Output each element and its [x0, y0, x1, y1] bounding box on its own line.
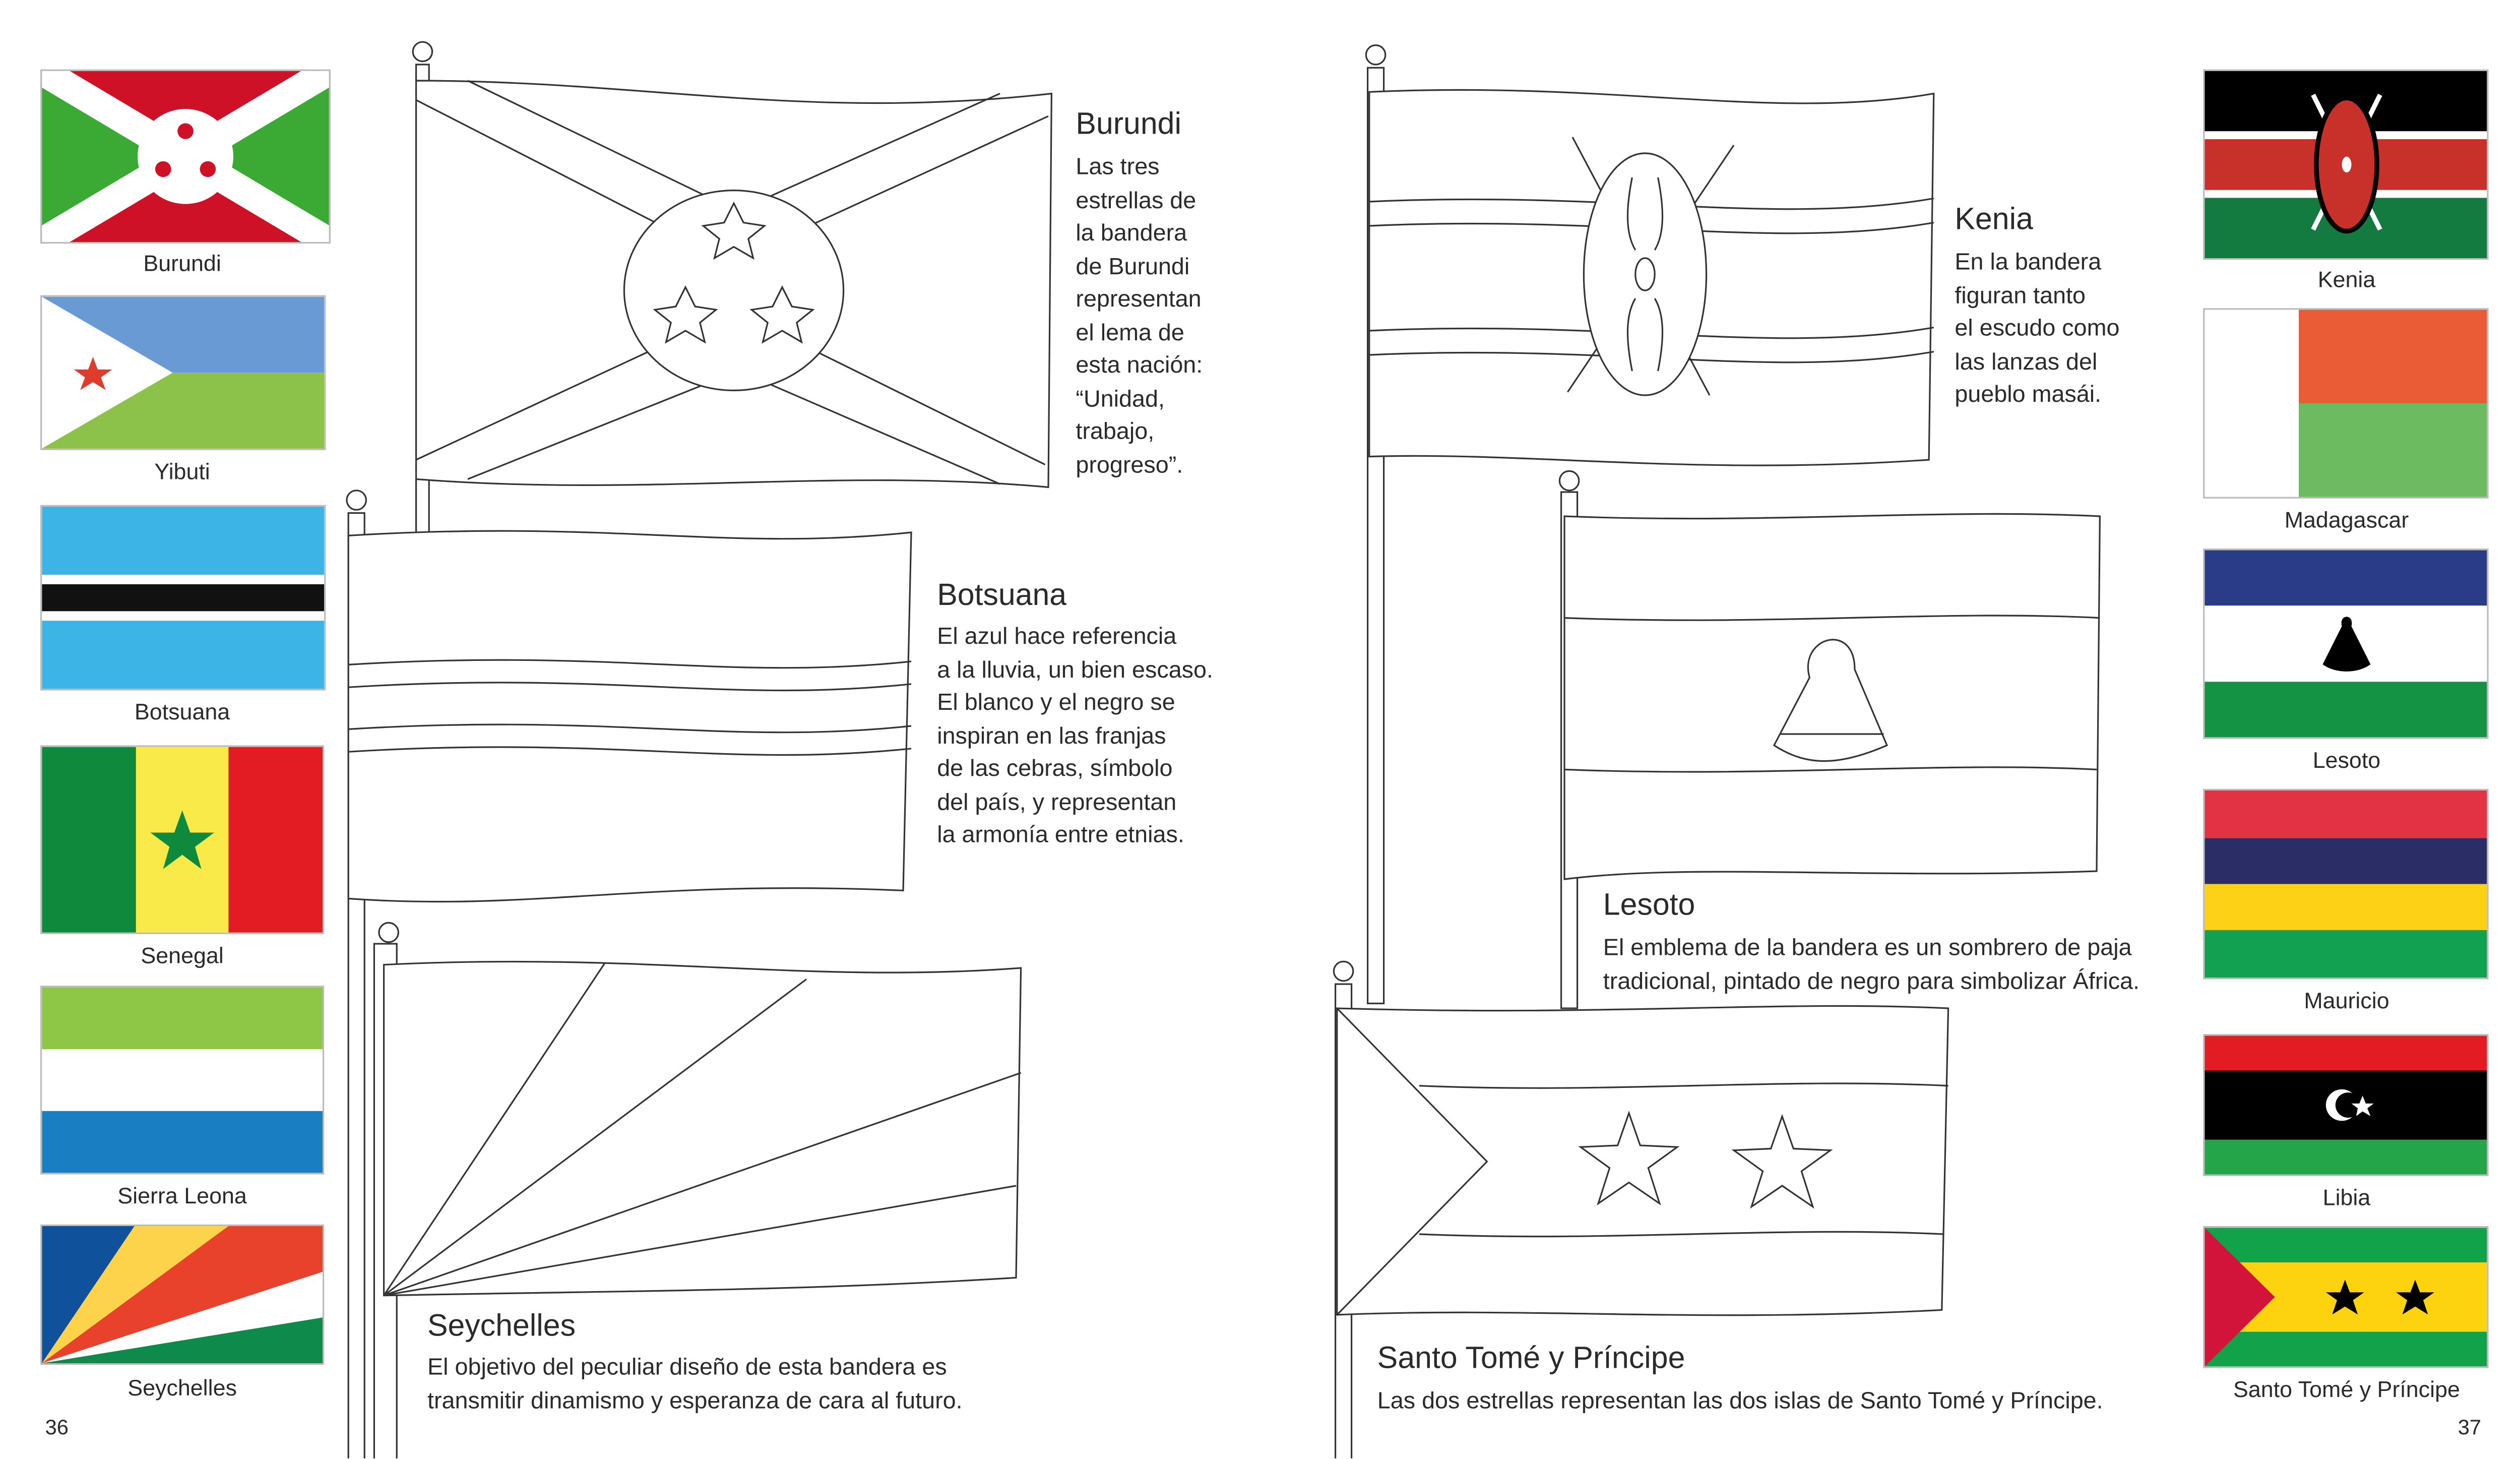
seychelles-label: Seychelles	[128, 1374, 237, 1401]
seychelles-outline-flag	[373, 922, 1022, 1458]
madagascar-label: Madagascar	[2284, 506, 2409, 532]
seychelles-color-flag	[40, 1224, 325, 1365]
seychelles-description: El objetivo del peculiar diseño de esta …	[427, 1355, 963, 1414]
kenia-label: Kenia	[2317, 266, 2376, 292]
kenia-color-flag	[2203, 69, 2489, 260]
page-number-right: 37	[2458, 1415, 2482, 1439]
burundi-color-flag	[40, 69, 331, 244]
page-number-left: 36	[45, 1415, 69, 1439]
mauricio-color-flag	[2203, 788, 2489, 980]
botsuana-outline-flag	[346, 490, 912, 1458]
botsuana-label: Botsuana	[134, 698, 230, 724]
libia-color-flag	[2203, 1034, 2489, 1176]
sierra-leona-label: Sierra Leona	[117, 1182, 247, 1208]
yibuti-color-flag	[40, 295, 326, 450]
lesoto-outline-flag	[1558, 470, 2101, 1009]
lesoto-description: El emblema de la bandera es un sombrero …	[1603, 936, 2140, 995]
lesoto-color-flag	[2203, 549, 2489, 739]
sierra-leona-color-flag	[40, 986, 325, 1175]
lesoto-label: Lesoto	[2312, 747, 2381, 773]
santo-tome-label: Santo Tomé y Príncipe	[2233, 1376, 2460, 1402]
burundi-outline-flag	[412, 41, 1053, 550]
botsuana-color-flag	[40, 505, 326, 691]
kenia-outline-flag	[1365, 44, 1935, 1005]
lesoto-heading: Lesoto	[1603, 889, 1695, 923]
santo-tome-outline-flag	[1333, 960, 1949, 1458]
burundi-heading: Burundi	[1076, 108, 1181, 142]
burundi-label: Burundi	[143, 250, 221, 276]
yibuti-label: Yibuti	[154, 458, 210, 484]
santo-tome-heading: Santo Tomé y Príncipe	[1377, 1342, 1685, 1376]
botsuana-heading: Botsuana	[937, 579, 1067, 613]
senegal-label: Senegal	[141, 942, 224, 968]
madagascar-color-flag	[2203, 308, 2489, 499]
kenia-heading: Kenia	[1955, 203, 2033, 237]
seychelles-heading: Seychelles	[427, 1310, 576, 1344]
santo-tome-color-flag	[2203, 1226, 2489, 1368]
mauricio-label: Mauricio	[2304, 987, 2389, 1013]
santo-tome-description: Las dos estrellas representan las dos is…	[1377, 1389, 2103, 1415]
libia-label: Libia	[2322, 1184, 2371, 1210]
senegal-color-flag	[40, 745, 325, 934]
